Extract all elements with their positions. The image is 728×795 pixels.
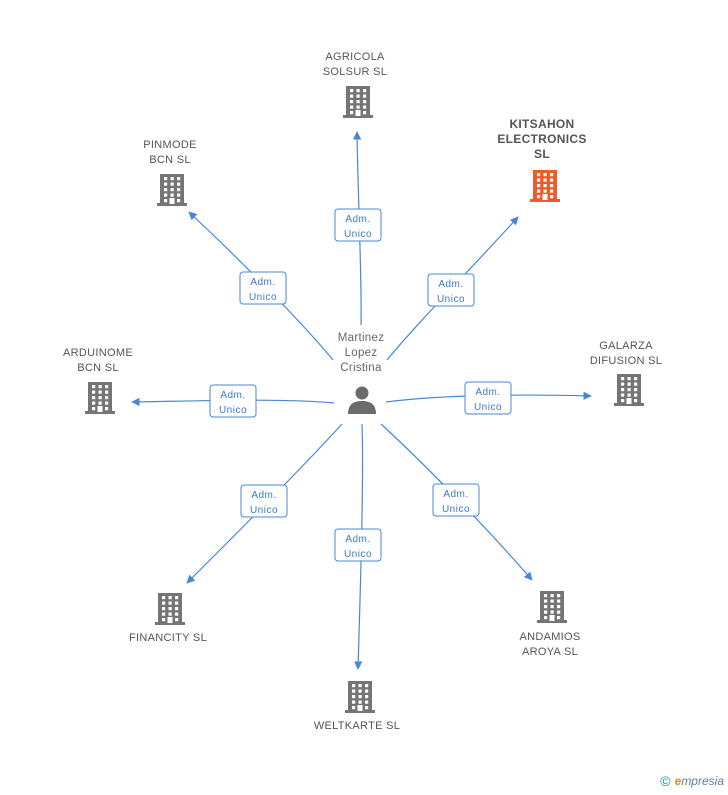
company-name-line: ELECTRONICS	[497, 132, 586, 146]
company-name-line: BCN SL	[77, 362, 119, 374]
edge-label-text: Adm.	[345, 214, 370, 225]
building-icon	[343, 86, 373, 118]
company-name-line: PINMODE	[143, 139, 196, 151]
edge-label-text: Unico	[219, 405, 247, 416]
edge-label-agricola: Adm. Unico	[334, 208, 382, 242]
edge-label-text: Unico	[344, 549, 372, 560]
company-node-financity[interactable]: FINANCITY SL	[129, 593, 207, 644]
company-name-line: WELTKARTE SL	[314, 720, 400, 732]
edge-label-text: Adm.	[443, 489, 468, 500]
company-name-line: AGRICOLA	[325, 51, 385, 63]
edge-label-text: Unico	[474, 402, 502, 413]
building-icon	[614, 374, 644, 406]
person-name-line: Martinez	[338, 332, 385, 344]
footer-brand: © empresia	[660, 773, 724, 789]
company-name-line: ARDUINOME	[63, 347, 133, 359]
company-name-line: BCN SL	[149, 154, 191, 166]
building-icon	[537, 591, 567, 623]
edge-label-text: Adm.	[438, 279, 463, 290]
company-name-line: SOLSUR SL	[323, 66, 387, 78]
edge-label-weltkarte: Adm. Unico	[334, 528, 382, 562]
company-node-pinmode[interactable]: PINMODE BCN SL	[143, 139, 196, 206]
company-node-galarza[interactable]: GALARZA DIFUSION SL	[590, 340, 662, 406]
building-icon	[85, 382, 115, 414]
company-name-line: KITSAHON	[509, 117, 574, 131]
company-name-line: SL	[534, 147, 550, 161]
person-name-line: Lopez	[345, 347, 378, 359]
company-name-line: FINANCITY SL	[129, 632, 207, 644]
company-name-line: DIFUSION SL	[590, 355, 662, 367]
edge-label-text: Adm.	[345, 534, 370, 545]
edge-label-text: Unico	[437, 294, 465, 305]
edge-label-text: Unico	[249, 292, 277, 303]
edge-label-text: Adm.	[250, 277, 275, 288]
building-icon	[157, 174, 187, 206]
edge-label-pinmode: Adm. Unico	[239, 271, 287, 305]
edge-label-text: Adm.	[251, 490, 276, 501]
edge-label-text: Unico	[442, 504, 470, 515]
edge-label-kitsahon: Adm. Unico	[427, 273, 475, 307]
person-name-line: Cristina	[340, 362, 382, 374]
building-icon	[155, 593, 185, 625]
edge-label-text: Adm.	[475, 387, 500, 398]
company-node-arduinome[interactable]: ARDUINOME BCN SL	[63, 347, 133, 414]
company-node-andamios[interactable]: ANDAMIOS AROYA SL	[519, 591, 580, 658]
company-node-agricola[interactable]: AGRICOLA SOLSUR SL	[323, 51, 387, 118]
edge-label-text: Adm.	[220, 390, 245, 401]
copyright-icon: ©	[660, 773, 671, 789]
edge-label-arduinome: Adm. Unico	[209, 384, 257, 418]
edge-label-text: Unico	[250, 505, 278, 516]
brand-logo[interactable]: empresia	[674, 774, 724, 788]
company-name-line: AROYA SL	[522, 646, 578, 658]
person-icon	[348, 386, 376, 414]
company-node-weltkarte[interactable]: WELTKARTE SL	[314, 681, 400, 732]
company-name-line: GALARZA	[599, 340, 653, 352]
building-icon	[530, 170, 560, 202]
edge-label-financity: Adm. Unico	[240, 484, 288, 518]
edge-label-andamios: Adm. Unico	[432, 483, 480, 517]
edge-label-galarza: Adm. Unico	[464, 381, 512, 415]
company-name-line: ANDAMIOS	[519, 631, 580, 643]
edge-label-text: Unico	[344, 229, 372, 240]
building-icon	[345, 681, 375, 713]
